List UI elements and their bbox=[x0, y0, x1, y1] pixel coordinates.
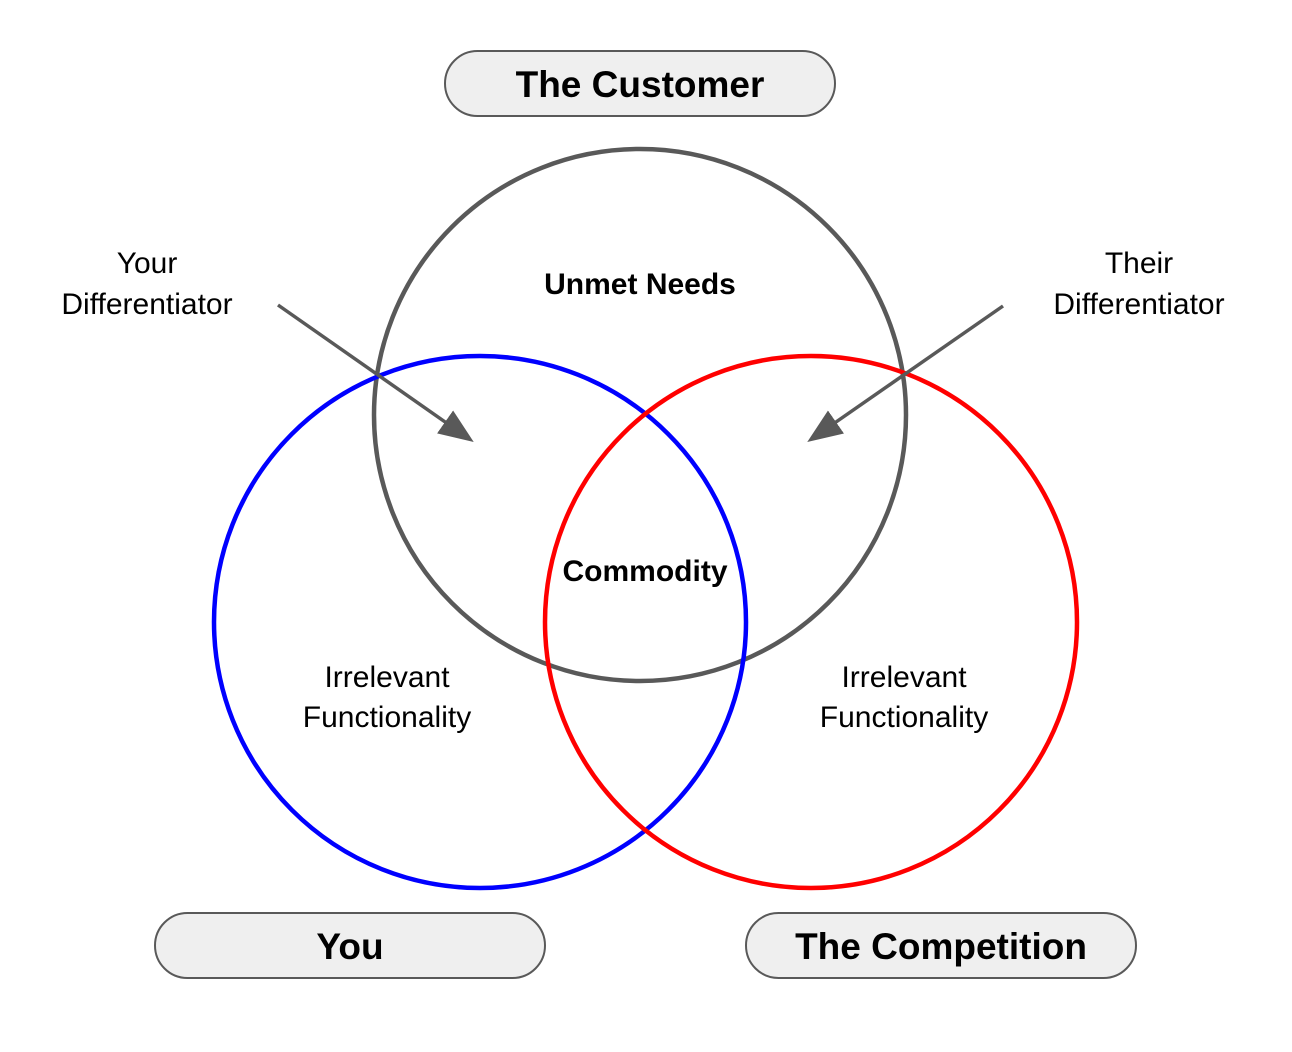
competition-irrelevant-functionality-label: Irrelevant Functionality bbox=[820, 661, 988, 734]
you-irrelevant-line-1: Irrelevant bbox=[324, 661, 450, 694]
customer-circle bbox=[371, 146, 909, 684]
customer-pill-shape bbox=[444, 50, 836, 117]
your-differentiator-label: Your Differentiator bbox=[61, 247, 232, 321]
competition-pill-label: The Competition bbox=[795, 926, 1087, 967]
you-irrelevant-functionality-label: Irrelevant Functionality bbox=[303, 661, 471, 734]
you-pill-label: You bbox=[316, 926, 383, 967]
commodity-label: Commodity bbox=[563, 555, 728, 588]
competition-irrelevant-line-2: Functionality bbox=[820, 701, 988, 734]
their-differentiator-line-2: Differentiator bbox=[1053, 288, 1224, 321]
competition-circle bbox=[542, 353, 1080, 891]
competition-pill-shape bbox=[745, 912, 1137, 979]
you-circle bbox=[211, 353, 749, 891]
their-differentiator-label: Their Differentiator bbox=[1053, 247, 1224, 321]
your-differentiator-arrow bbox=[276, 303, 474, 443]
competition-irrelevant-line-1: Irrelevant bbox=[841, 661, 967, 694]
your-differentiator-line-2: Differentiator bbox=[61, 288, 232, 321]
you-pill: You bbox=[154, 912, 546, 979]
customer-pill: The Customer bbox=[444, 50, 836, 117]
customer-pill-label: The Customer bbox=[516, 64, 765, 105]
their-differentiator-arrow bbox=[807, 304, 1004, 442]
your-differentiator-line-1: Your bbox=[117, 247, 178, 280]
you-irrelevant-line-2: Functionality bbox=[303, 701, 471, 734]
their-differentiator-line-1: Their bbox=[1105, 247, 1173, 280]
you-pill-shape bbox=[154, 912, 546, 979]
unmet-needs-label: Unmet Needs bbox=[544, 268, 736, 301]
competition-pill: The Competition bbox=[745, 912, 1137, 979]
